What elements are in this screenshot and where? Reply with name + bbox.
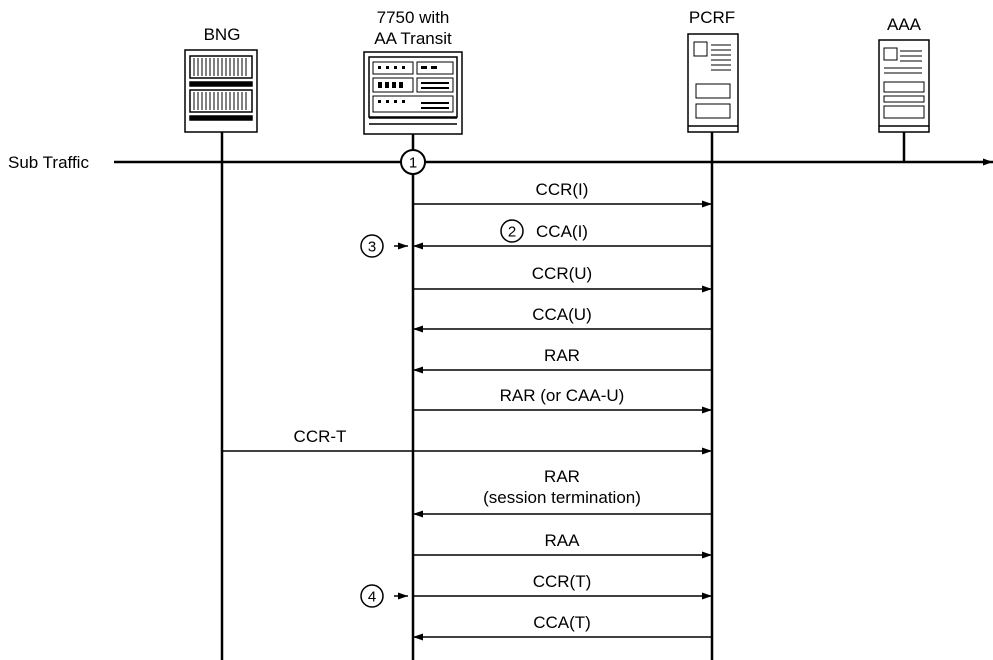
aaa-label: AAA <box>887 15 922 34</box>
msg-ccr-i-label: CCR(I) <box>536 180 589 199</box>
aaa-server-icon <box>878 39 930 133</box>
msg-ccr-t-bng-label: CCR-T <box>294 427 347 446</box>
aa-transit-label-line2: AA Transit <box>374 29 452 48</box>
aa-transit-label-line1: 7750 with <box>377 8 450 27</box>
step-2-marker: 2 <box>500 219 524 243</box>
msg-ccr-u-label: CCR(U) <box>532 264 592 283</box>
msg-rar-termination-label-line2: (session termination) <box>483 488 641 507</box>
msg-rar-or-caa-label: RAR (or CAA-U) <box>500 386 625 405</box>
msg-rar-termination-label-line1: RAR <box>544 467 580 486</box>
msg-ccr-t-label: CCR(T) <box>533 572 592 591</box>
step-1-marker: 1 <box>400 149 426 175</box>
step-4-marker: 4 <box>360 584 384 608</box>
aa-transit-device-icon <box>363 51 463 135</box>
pcrf-label: PCRF <box>689 8 735 27</box>
bng-label: BNG <box>204 25 241 44</box>
pcrf-server-icon <box>687 33 739 133</box>
step-3-number: 3 <box>368 239 376 256</box>
msg-cca-t-label: CCA(T) <box>533 613 591 632</box>
msg-cca-u-label: CCA(U) <box>532 305 592 324</box>
step-2-number: 2 <box>508 224 516 241</box>
step-3-marker: 3 <box>360 234 384 258</box>
bng-device-icon <box>184 49 258 133</box>
step-1-number: 1 <box>409 155 417 172</box>
sub-traffic-label: Sub Traffic <box>8 153 89 172</box>
msg-raa-label: RAA <box>545 531 581 550</box>
msg-cca-i-label: CCA(I) <box>536 222 588 241</box>
msg-rar-label: RAR <box>544 346 580 365</box>
step-4-number: 4 <box>368 589 376 606</box>
